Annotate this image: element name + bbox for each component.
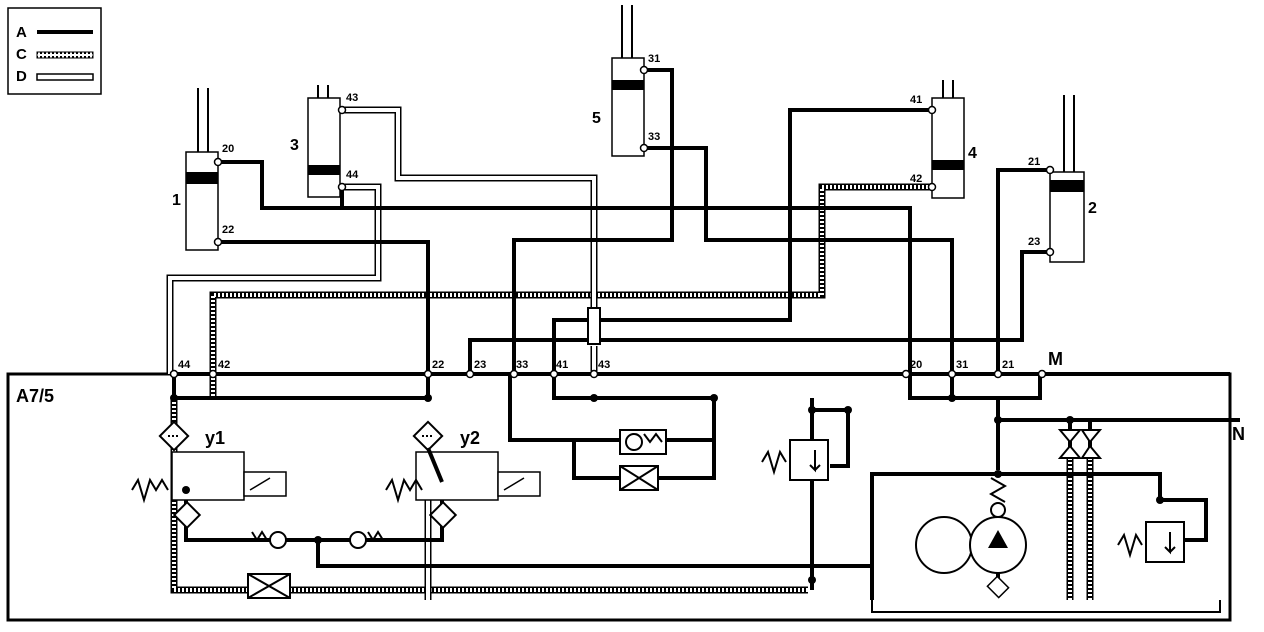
y2-label: y2 xyxy=(460,428,480,448)
y1-label: y1 xyxy=(205,428,225,448)
port-label-20: 20 xyxy=(910,359,922,371)
port-label-31-cyl5: 31 xyxy=(648,53,660,65)
cylinder-4-label: 4 xyxy=(968,145,977,162)
port-label-42: 42 xyxy=(218,359,230,371)
solenoid-valve-y2: y2 xyxy=(385,420,541,530)
check-valves-inline xyxy=(251,530,384,549)
port-label-42-cyl4: 42 xyxy=(910,173,922,185)
junction-block-43 xyxy=(587,307,601,345)
pump xyxy=(915,477,1027,599)
port-label-23: 23 xyxy=(474,359,486,371)
port-m-label: M xyxy=(1048,349,1063,369)
port-label-20-cyl1: 20 xyxy=(222,143,234,155)
line-d-hollow xyxy=(166,106,598,600)
port-label-43-cyl3: 43 xyxy=(346,92,358,104)
port-label-41-cyl4: 41 xyxy=(910,94,922,106)
port-n-label: N xyxy=(1232,424,1245,444)
cylinder-2-label: 2 xyxy=(1088,200,1097,217)
port-label-22: 22 xyxy=(432,359,444,371)
port-label-31: 31 xyxy=(956,359,968,371)
port-label-21: 21 xyxy=(1002,359,1014,371)
cylinder-3-label: 3 xyxy=(290,137,299,154)
port-label-41: 41 xyxy=(556,359,568,371)
legend-key-a: A xyxy=(16,24,27,41)
cylinder-1-label: 1 xyxy=(172,192,181,209)
port-label-43: 43 xyxy=(598,359,610,371)
port-circles xyxy=(169,65,1055,379)
port-labels: 20 22 43 44 31 33 41 42 21 23 44 42 22 2… xyxy=(178,53,1040,371)
cylinder-5: 5 xyxy=(592,5,645,157)
relief-valve-1 xyxy=(761,439,829,481)
tank-bracket xyxy=(871,600,1221,613)
check-valve-box xyxy=(619,429,667,455)
unit-label: A7/5 xyxy=(16,386,54,406)
legend-key-d: D xyxy=(16,68,27,85)
port-label-33-cyl5: 33 xyxy=(648,131,660,143)
port-label-22-cyl1: 22 xyxy=(222,224,234,236)
throttle-box xyxy=(619,465,659,491)
port-label-44-cyl3: 44 xyxy=(346,169,359,181)
junction-dots xyxy=(170,394,1164,584)
cylinder-3: 3 xyxy=(290,85,341,198)
cylinder-2: 2 xyxy=(1049,95,1097,263)
port-label-21-cyl2: 21 xyxy=(1028,156,1040,168)
cylinder-4: 4 xyxy=(931,80,977,199)
port-label-23-cyl2: 23 xyxy=(1028,236,1040,248)
port-label-44: 44 xyxy=(178,359,191,371)
n-valves xyxy=(1057,429,1103,459)
relief-valve-2 xyxy=(1117,521,1185,563)
cylinder-5-label: 5 xyxy=(592,110,601,127)
throttle-box-lower xyxy=(247,573,291,599)
legend-key-c: C xyxy=(16,46,27,63)
port-label-33: 33 xyxy=(516,359,528,371)
legend-line-hollow xyxy=(36,73,94,81)
legend: A C D xyxy=(7,7,102,95)
legend-line-dotted xyxy=(36,51,94,59)
cylinder-1: 1 xyxy=(172,88,219,251)
solenoid-valve-y1: y1 xyxy=(131,420,287,530)
